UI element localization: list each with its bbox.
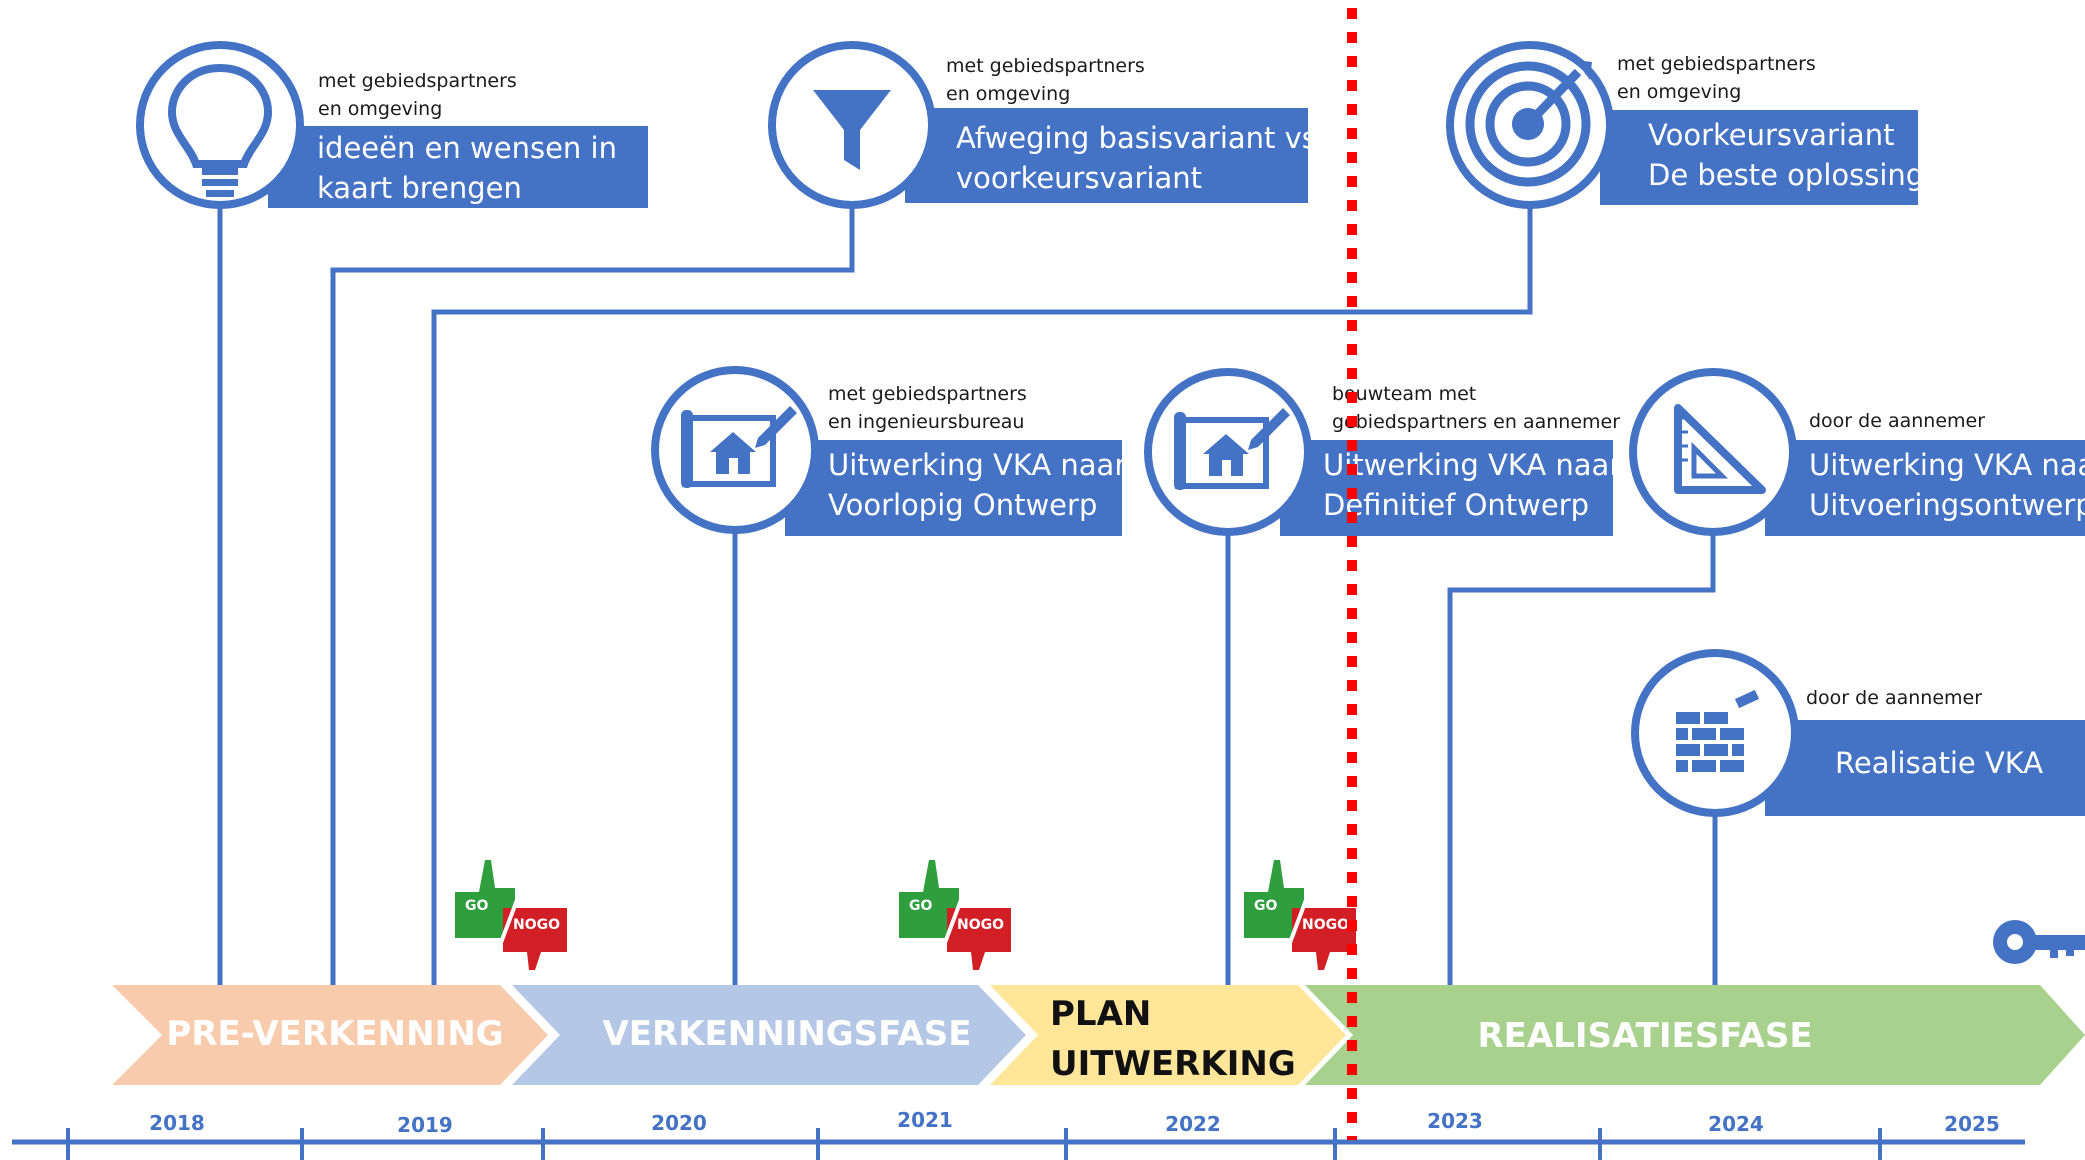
step-title: Definitief Ontwerp (1323, 488, 1589, 522)
connector-line (1447, 530, 1716, 985)
step-title: Voorkeursvariant (1648, 118, 1894, 152)
phase-label: PRE-VERKENNING (166, 1014, 503, 1054)
set-square-icon (1674, 404, 1766, 494)
year-label: 2024 (1708, 1112, 1764, 1136)
step-weighing: met gebiedspartners en omgeving Afweging… (768, 41, 1317, 209)
go-label: GO (465, 898, 488, 914)
connector-lines (217, 205, 1718, 985)
phase-label: UITWERKING (1050, 1044, 1296, 1084)
phase-label: REALISATIESFASE (1477, 1016, 1812, 1056)
step-title: voorkeursvariant (956, 161, 1202, 195)
axis-ticks (66, 1128, 1882, 1160)
year-labels: 2018 2019 2020 2021 2022 2023 2024 2025 (149, 1108, 2000, 1137)
year-label: 2019 (397, 1113, 453, 1137)
key-icon (1993, 920, 2085, 964)
step-note: en omgeving (1617, 81, 1741, 103)
step-title: Afweging basisvariant vs (956, 121, 1317, 155)
step-banner (785, 440, 1122, 536)
connector-line (431, 205, 1533, 985)
year-label: 2020 (651, 1111, 707, 1135)
phase-chevron (112, 985, 548, 1085)
step-note: en omgeving (946, 83, 1070, 105)
nogo-label: NOGO (513, 917, 560, 933)
filter-icon (813, 90, 891, 170)
step-execution-design: door de aannemer Uitwerking VKA naar Uit… (1629, 368, 2085, 536)
step-note: door de aannemer (1806, 687, 1982, 709)
step-banner (268, 126, 648, 208)
step-title: Uitwerking VKA naar (1809, 448, 2085, 482)
go-nogo-icon: GO NOGO (455, 860, 567, 970)
go-nogo-markers: GO NOGO GO NOGO GO NOGO (455, 860, 1356, 970)
lightbulb-icon (167, 63, 273, 197)
step-ideas: met gebiedspartners en omgeving ideeën e… (136, 41, 648, 209)
step-banner (905, 108, 1308, 203)
year-label: 2025 (1944, 1112, 2000, 1136)
step-note: door de aannemer (1809, 410, 1985, 432)
target-icon (1465, 60, 1592, 187)
step-preferred: met gebiedspartners en omgeving Voorkeur… (1446, 41, 1924, 209)
year-label: 2022 (1165, 1112, 1221, 1136)
step-title: De beste oplossing (1648, 158, 1924, 192)
step-preliminary-design: met gebiedspartners en ingenieursbureau … (651, 366, 1126, 536)
step-note: met gebiedspartners (318, 70, 517, 92)
phase-label: VERKENNINGSFASE (602, 1014, 971, 1054)
go-label: GO (1254, 898, 1277, 914)
year-label: 2018 (149, 1111, 205, 1135)
step-title: Uitwerking VKA naar (1323, 448, 1621, 482)
step-banner (1765, 440, 2085, 536)
step-final-design: bouwteam met gebiedspartners en aannemer… (1144, 368, 1621, 536)
step-title: ideeën en wensen in (317, 131, 617, 165)
go-nogo-icon: GO NOGO (899, 860, 1011, 970)
go-label: GO (909, 898, 932, 914)
step-note: met gebiedspartners (946, 55, 1145, 77)
phase-bar: PRE-VERKENNING VERKENNINGSFASE PLAN UITWERK… (112, 985, 2085, 1085)
step-circle (1629, 368, 1797, 536)
blueprint-house-icon (1174, 408, 1290, 490)
step-realisation: door de aannemer Realisatie VKA (1631, 649, 2085, 817)
year-label: 2021 (897, 1108, 953, 1132)
step-banner (1765, 720, 2085, 816)
step-note: gebiedspartners en aannemer (1332, 411, 1620, 433)
step-note: met gebiedspartners (828, 383, 1027, 405)
nogo-label: NOGO (1302, 917, 1349, 933)
nogo-label: NOGO (957, 917, 1004, 933)
phase-chevron (512, 985, 1026, 1085)
step-note: bouwteam met (1332, 383, 1476, 405)
step-note: en ingenieursbureau (828, 411, 1024, 433)
go-nogo-icon: GO NOGO (1244, 860, 1356, 970)
phase-chevron (1305, 985, 2085, 1085)
step-title: Uitvoeringsontwerp (1809, 488, 2085, 522)
connector-line (330, 205, 855, 985)
step-title: Realisatie VKA (1835, 746, 2043, 780)
step-banner (1600, 110, 1918, 205)
year-label: 2023 (1427, 1109, 1483, 1133)
phase-chevron (990, 985, 1346, 1085)
step-title: Uitwerking VKA naar (828, 448, 1126, 482)
step-title: kaart brengen (317, 171, 522, 205)
phase-label: PLAN (1050, 994, 1151, 1034)
brick-wall-icon (1676, 689, 1760, 772)
step-title: Voorlopig Ontwerp (828, 488, 1097, 522)
step-note: met gebiedspartners (1617, 53, 1816, 75)
blueprint-house-icon (681, 406, 797, 488)
year-axis: 2018 2019 2020 2021 2022 2023 2024 2025 (12, 1108, 2025, 1160)
step-banner (1280, 440, 1613, 536)
step-note: en omgeving (318, 98, 442, 120)
